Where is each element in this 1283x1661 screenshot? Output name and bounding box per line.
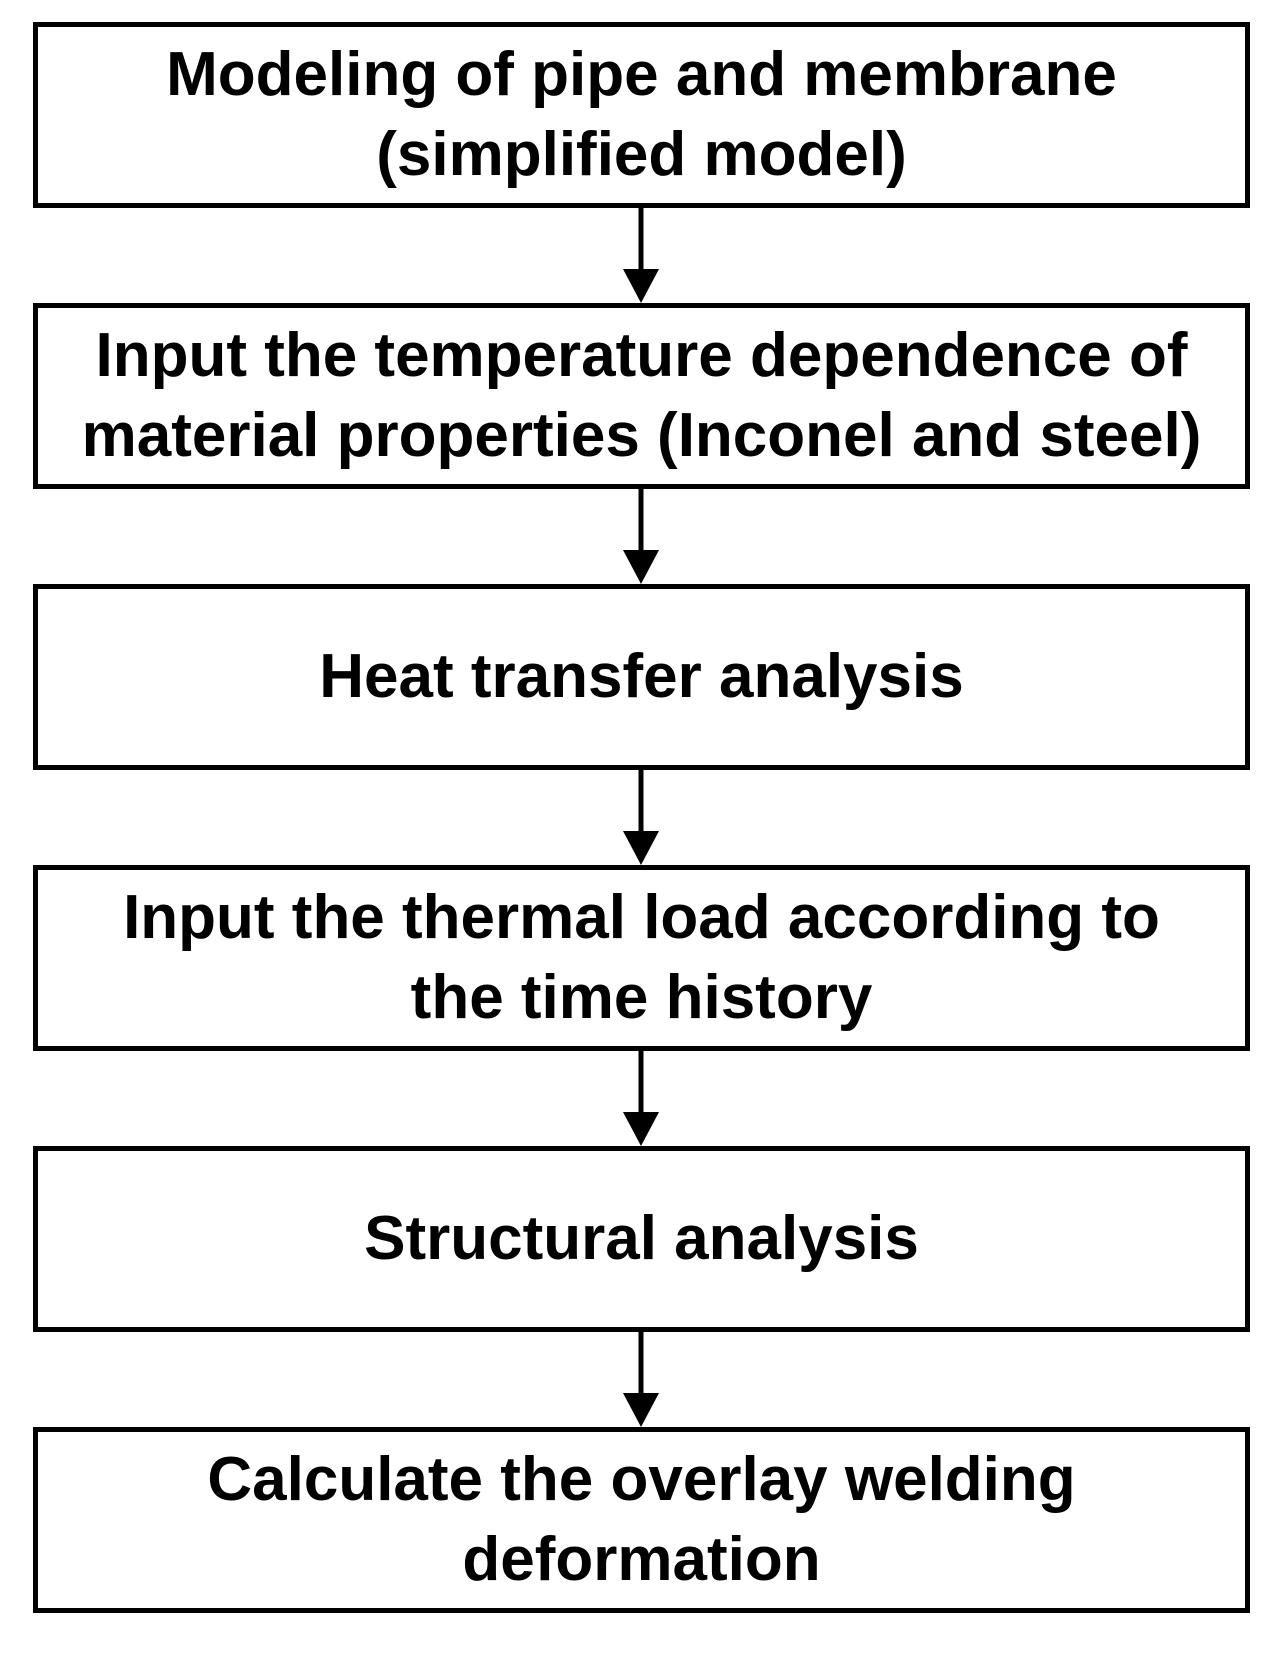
arrow-3-to-4 [623, 770, 659, 865]
step-thermal-load-label-line-2: the time history [410, 963, 873, 1032]
step-welding-deformation-box: Calculate the overlay welding deformatio… [33, 1427, 1250, 1613]
arrow-1-to-2 [623, 208, 659, 303]
step-material-properties-box: Input the temperature dependence of mate… [33, 303, 1250, 489]
step-welding-deformation-label-line-2: deformation [462, 1525, 821, 1594]
step-thermal-load-label-line-1: Input the thermal load according to [123, 883, 1160, 952]
arrow-2-to-3 [623, 489, 659, 584]
step-material-properties-label-line-2: material properties (Inconel and steel) [81, 401, 1202, 470]
step-modeling-box: Modeling of pipe and membrane (simplifie… [33, 22, 1250, 208]
step-welding-deformation-label-line-1: Calculate the overlay welding [207, 1445, 1076, 1514]
step-modeling-label-line-1: Modeling of pipe and membrane [166, 40, 1117, 109]
step-thermal-load-box: Input the thermal load according to the … [33, 865, 1250, 1051]
step-heat-transfer-label: Heat transfer analysis [319, 642, 964, 711]
step-material-properties-label-line-1: Input the temperature dependence of [95, 321, 1188, 390]
arrow-4-to-5 [623, 1051, 659, 1146]
arrow-5-to-6 [623, 1332, 659, 1427]
step-modeling-label-line-2: (simplified model) [376, 120, 907, 189]
step-structural-analysis-box: Structural analysis [33, 1146, 1250, 1332]
step-structural-analysis-label: Structural analysis [364, 1204, 919, 1273]
step-heat-transfer-box: Heat transfer analysis [33, 584, 1250, 770]
